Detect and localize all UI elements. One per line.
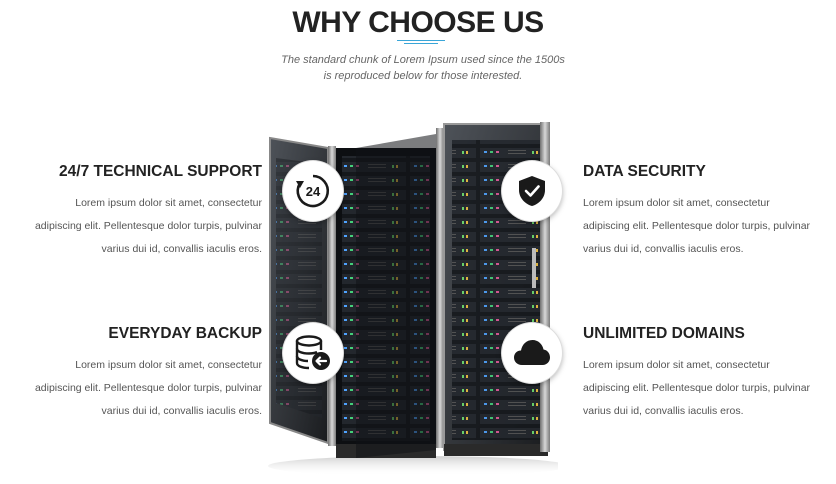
feature-data-security: DATA SECURITY Lorem ipsum dolor sit amet… — [583, 162, 836, 261]
feature-description: Lorem ipsum dolor sit amet, consectetur … — [583, 197, 811, 255]
feature-description: Lorem ipsum dolor sit amet, consectetur … — [34, 197, 262, 255]
database-backup-icon-badge — [283, 323, 343, 383]
feature-title: DATA SECURITY — [583, 163, 706, 180]
shield-check-icon-badge — [502, 161, 562, 221]
feature-everyday-backup: EVERYDAY BACKUP Lorem ipsum dolor sit am… — [2, 324, 262, 423]
subtitle-line-1: The standard chunk of Lorem Ipsum used s… — [281, 54, 565, 66]
clock-24-label: 24 — [306, 184, 321, 199]
cloud-icon-badge — [502, 323, 562, 383]
feature-description: Lorem ipsum dolor sit amet, consectetur … — [583, 359, 811, 417]
feature-unlimited-domains: UNLIMITED DOMAINS Lorem ipsum dolor sit … — [583, 324, 836, 423]
feature-title: 24/7 TECHNICAL SUPPORT — [59, 163, 262, 180]
database-backup-icon — [295, 335, 330, 370]
feature-technical-support: 24/7 TECHNICAL SUPPORT Lorem ipsum dolor… — [2, 162, 262, 261]
feature-title: UNLIMITED DOMAINS — [583, 325, 745, 342]
section-title: WHY CHOOSE US — [292, 6, 544, 39]
section-subtitle: The standard chunk of Lorem Ipsum used s… — [0, 52, 836, 84]
subtitle-line-2: is reproduced below for those interested… — [323, 70, 523, 82]
clock-24-icon: 24 — [296, 174, 329, 208]
shield-check-icon — [519, 176, 545, 206]
title-underline — [397, 40, 445, 46]
feature-title: EVERYDAY BACKUP — [108, 325, 262, 342]
clock-24-icon-badge: 24 — [283, 161, 343, 221]
cloud-icon — [514, 340, 550, 365]
feature-description: Lorem ipsum dolor sit amet, consectetur … — [34, 359, 262, 417]
